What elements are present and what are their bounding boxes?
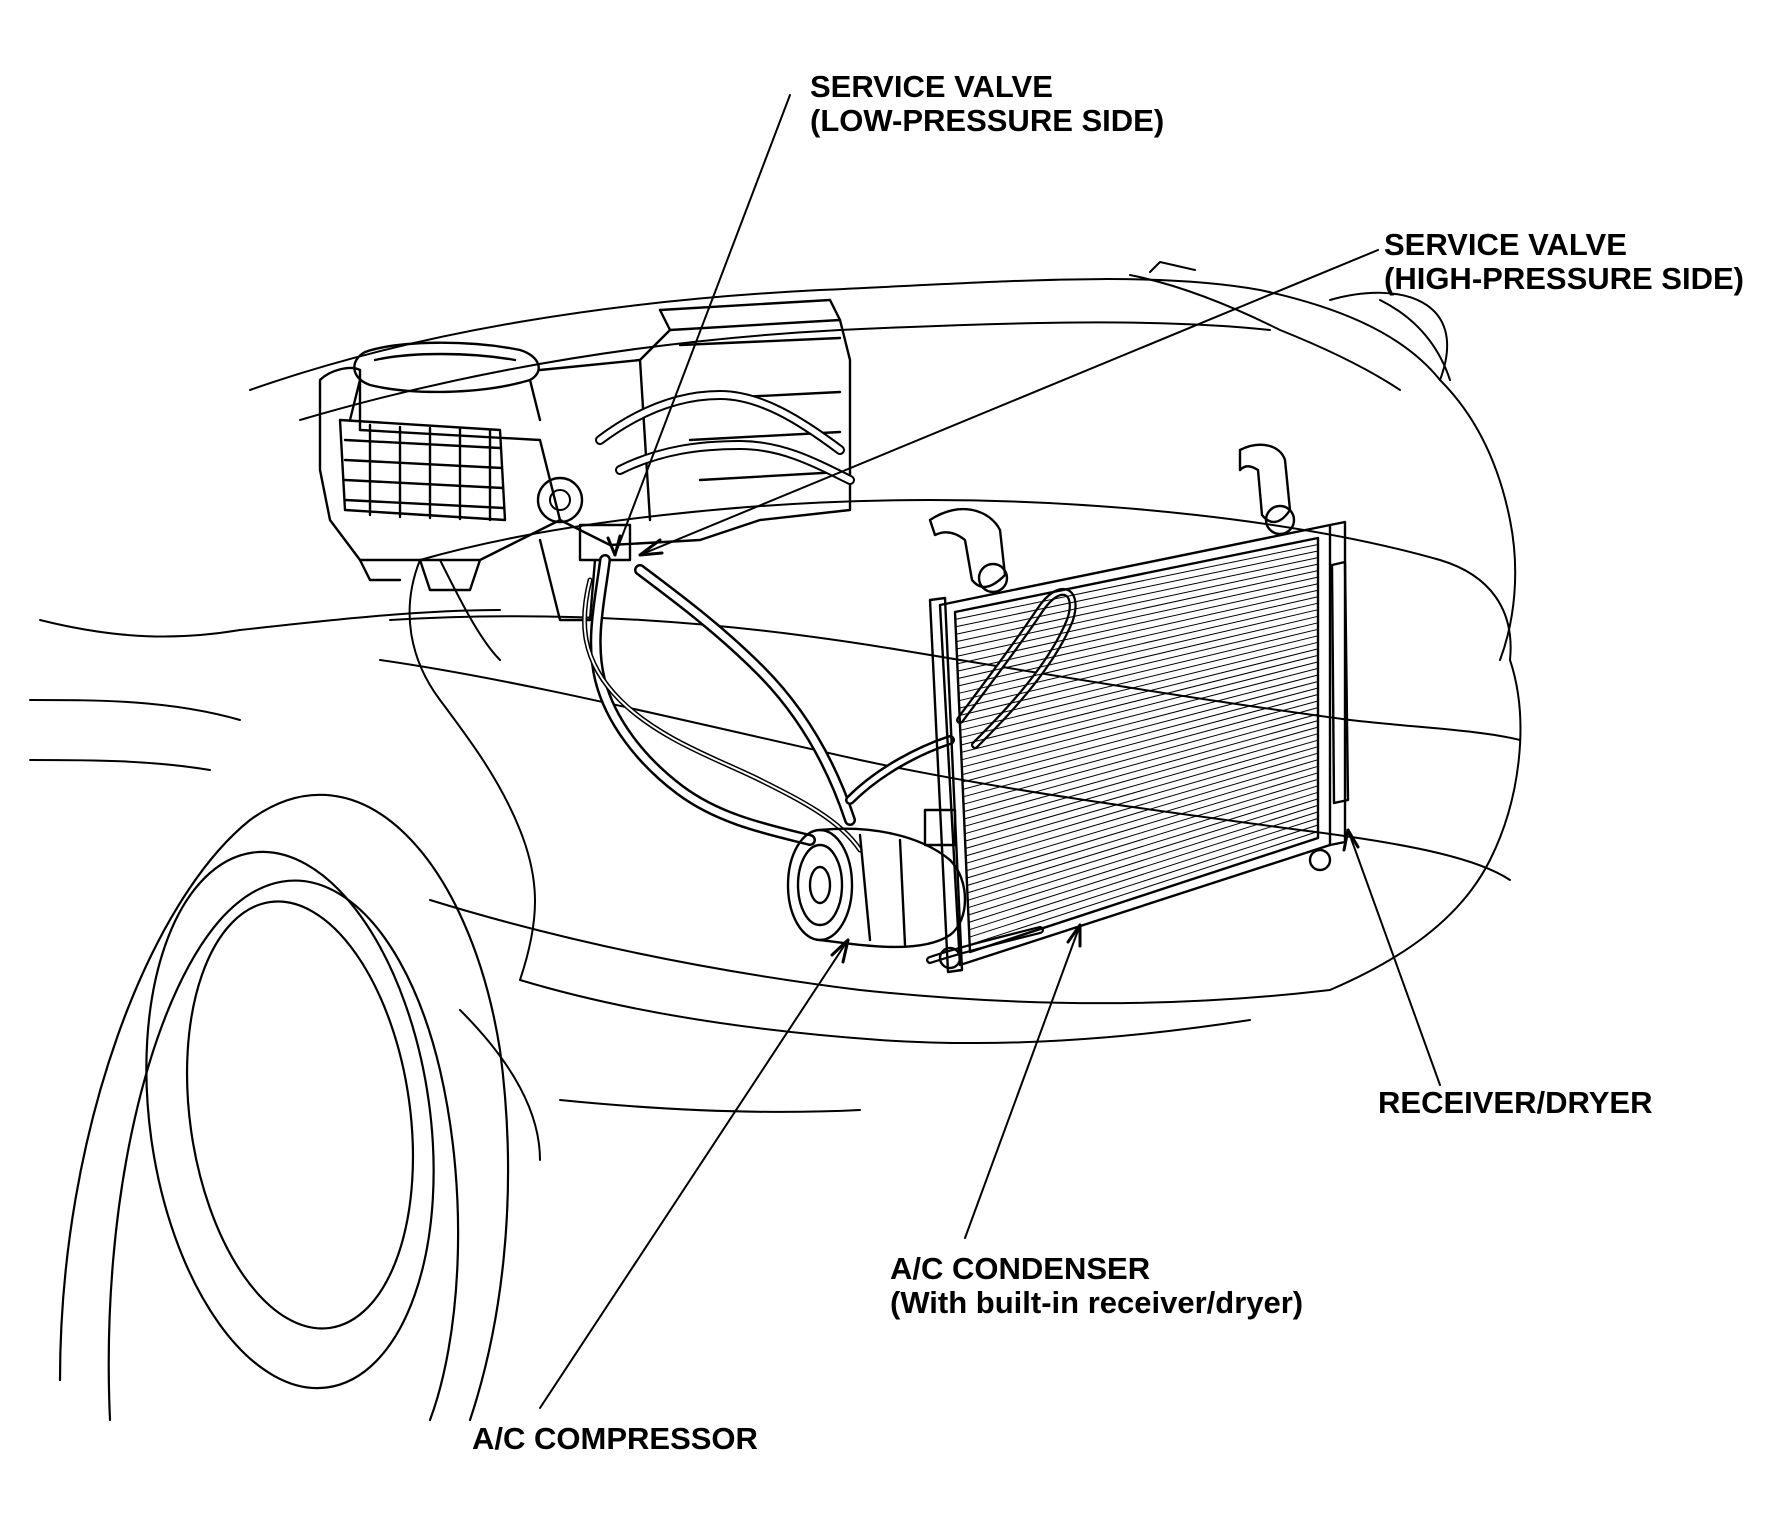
condenser-fin-line — [968, 811, 1319, 923]
service-valve-high-title: SERVICE VALVE — [1384, 227, 1627, 262]
car-body-outline — [29, 261, 1522, 1161]
condenser-fin-line — [969, 831, 1319, 946]
condenser-fin-line — [964, 746, 1319, 849]
condenser-fin-line — [965, 759, 1319, 864]
condenser-fin-line — [957, 589, 1319, 672]
front-tire — [58, 793, 510, 1422]
service-valve-low-subtitle: (LOW-PRESSURE SIDE) — [810, 103, 1165, 138]
condenser-fin-line — [967, 804, 1319, 916]
condenser-fin-line — [957, 596, 1319, 679]
receiver-dryer-title: RECEIVER/DRYER — [1378, 1085, 1653, 1120]
condenser-label: A/C CONDENSER (With built-in receiver/dr… — [890, 1252, 1303, 1320]
condenser-fin-line — [955, 563, 1319, 643]
condenser-fin-line — [965, 752, 1319, 857]
condenser-fin-line — [958, 609, 1319, 694]
condenser-fin-line — [961, 667, 1319, 761]
service-valve-low-title: SERVICE VALVE — [810, 69, 1053, 104]
condenser-fin-line — [959, 628, 1319, 716]
compressor-label: A/C COMPRESSOR — [472, 1422, 758, 1456]
condenser-fin-line — [958, 615, 1319, 702]
condenser-fin-line — [964, 733, 1319, 835]
condenser-fin-line — [966, 772, 1319, 879]
receiver-dryer-label: RECEIVER/DRYER — [1378, 1086, 1652, 1120]
ac-compressor — [786, 808, 967, 949]
evaporator-heater-unit — [318, 298, 855, 622]
condenser-fins — [954, 544, 1319, 946]
refrigerant-lines — [581, 554, 1077, 964]
condenser-fin-line — [956, 570, 1319, 650]
condenser-fin-line — [961, 681, 1319, 776]
condenser-fin-line — [962, 694, 1319, 790]
condenser-fin-line — [956, 576, 1319, 657]
leader-lines — [539, 94, 1441, 1409]
condenser-fin-line — [968, 817, 1319, 931]
condenser-fin-line — [965, 765, 1319, 872]
condenser-fin-line — [964, 726, 1319, 827]
condenser-fin-line — [961, 674, 1319, 768]
service-valve-high-subtitle: (HIGH-PRESSURE SIDE) — [1384, 261, 1744, 296]
condenser-fin-line — [954, 544, 1319, 620]
condenser-fin-line — [963, 713, 1319, 813]
condenser-fin-line — [956, 583, 1319, 665]
condenser-fin-line — [963, 707, 1319, 805]
condenser-fin-line — [960, 648, 1319, 739]
condenser-fin-line — [964, 739, 1319, 842]
condenser-fin-line — [955, 557, 1319, 635]
condenser-fin-line — [966, 778, 1319, 886]
condenser-fin-line — [967, 791, 1319, 901]
service-valve-high-label: SERVICE VALVE (HIGH-PRESSURE SIDE) — [1384, 228, 1744, 296]
condenser-fin-line — [966, 785, 1319, 894]
condenser-fin-line — [955, 550, 1319, 628]
condenser-fin-line — [963, 720, 1319, 820]
condenser-fin-line — [960, 661, 1319, 753]
service-valve-low-label: SERVICE VALVE (LOW-PRESSURE SIDE) — [810, 70, 1164, 138]
condenser-fin-line — [962, 700, 1319, 798]
condenser-fin-line — [959, 641, 1319, 731]
ac-condenser — [928, 443, 1350, 974]
condenser-fin-line — [962, 687, 1319, 783]
condenser-fin-line — [958, 622, 1319, 709]
condenser-fin-line — [960, 654, 1319, 746]
condenser-fin-line — [959, 635, 1319, 724]
condenser-fin-line — [967, 798, 1319, 909]
condenser-fin-line — [957, 602, 1319, 687]
condenser-fin-line — [968, 824, 1319, 938]
condenser-subtitle: (With built-in receiver/dryer) — [890, 1285, 1304, 1320]
condenser-title: A/C CONDENSER — [890, 1251, 1151, 1286]
compressor-title: A/C COMPRESSOR — [472, 1421, 758, 1456]
